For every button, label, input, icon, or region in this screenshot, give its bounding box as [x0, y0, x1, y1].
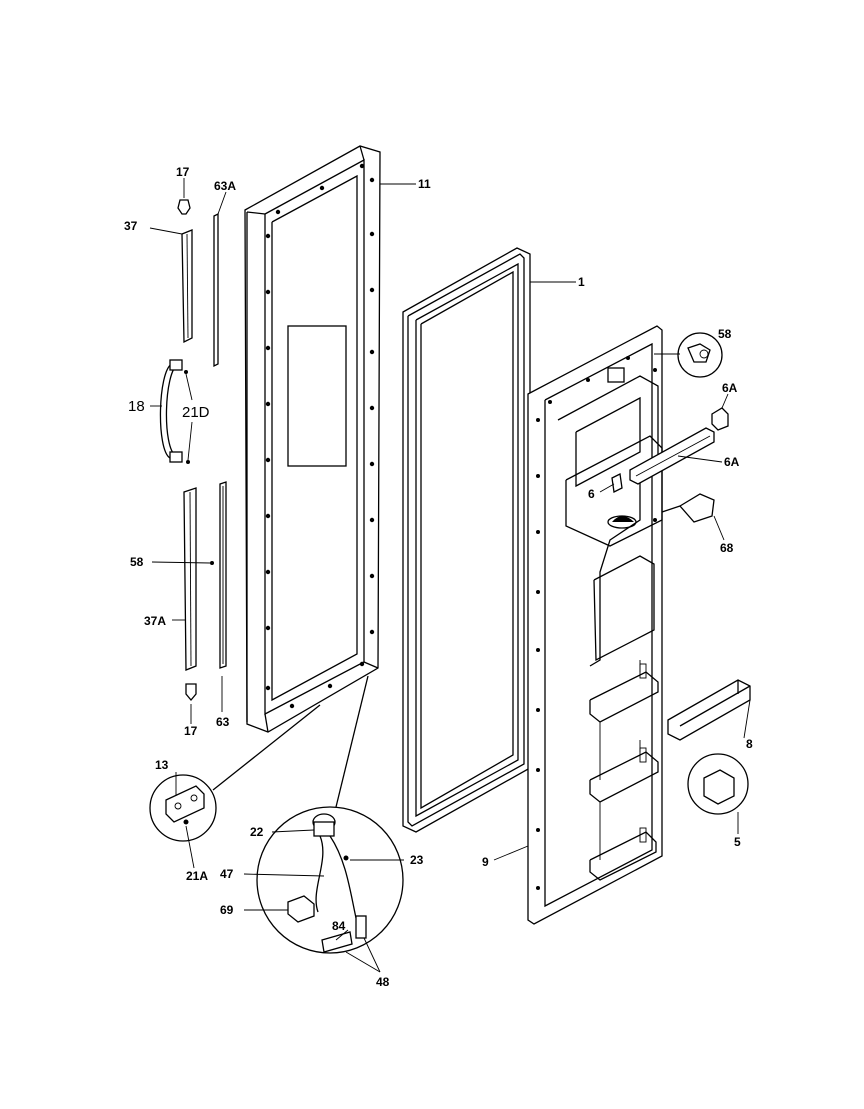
label-22: 22	[250, 825, 264, 839]
label-6: 6	[588, 487, 595, 501]
leader-lines	[149, 178, 751, 973]
label-47: 47	[220, 867, 234, 881]
label-84: 84	[332, 919, 346, 933]
liner-screw-holes	[536, 356, 657, 890]
cap-17-bottom	[185, 683, 197, 702]
label-8: 8	[746, 737, 753, 751]
clip-6A	[711, 407, 729, 431]
cap-17-top	[177, 199, 191, 215]
label-23: 23	[410, 853, 424, 867]
label-37: 37	[124, 219, 138, 233]
strip-63	[219, 481, 227, 669]
paddle-68	[661, 493, 715, 523]
label-1: 1	[578, 275, 585, 289]
label-17-top: 17	[176, 165, 190, 179]
inner-door-liner	[527, 325, 663, 925]
label-6A-small: 6A	[722, 381, 738, 395]
bar-8	[667, 679, 751, 741]
label-21A: 21A	[186, 869, 208, 883]
door-gasket	[402, 247, 531, 833]
detail-circle-58	[677, 332, 723, 378]
bar-6A	[629, 427, 715, 485]
screw-58-left	[210, 561, 214, 565]
part-6	[611, 473, 623, 493]
trim-37	[181, 229, 193, 344]
label-11: 11	[418, 177, 431, 191]
label-37A: 37A	[144, 614, 166, 628]
panel-screw-holes	[265, 163, 375, 709]
detail-circle-wiring	[256, 675, 404, 954]
detail-circle-5	[687, 753, 749, 815]
label-9: 9	[482, 855, 489, 869]
label-13: 13	[155, 758, 169, 772]
label-48: 48	[376, 975, 390, 989]
part-labels: 17 63A 11 37 1 58 6A 18 21D 6A 6 68 58 3…	[124, 165, 753, 989]
label-63A: 63A	[214, 179, 236, 193]
handle-18	[159, 359, 190, 464]
label-17-bottom: 17	[184, 724, 198, 738]
label-5: 5	[734, 835, 741, 849]
label-68: 68	[720, 541, 734, 555]
strip-63A	[213, 212, 219, 368]
trim-37A	[183, 487, 197, 671]
label-6A-bar: 6A	[724, 455, 740, 469]
label-58-right: 58	[718, 327, 732, 341]
label-18: 18	[128, 398, 145, 415]
label-69: 69	[220, 903, 234, 917]
label-58-left: 58	[130, 555, 144, 569]
label-21D: 21D	[182, 404, 210, 421]
detail-circle-13	[149, 704, 321, 842]
label-63: 63	[216, 715, 230, 729]
outer-door-panel	[244, 145, 381, 733]
